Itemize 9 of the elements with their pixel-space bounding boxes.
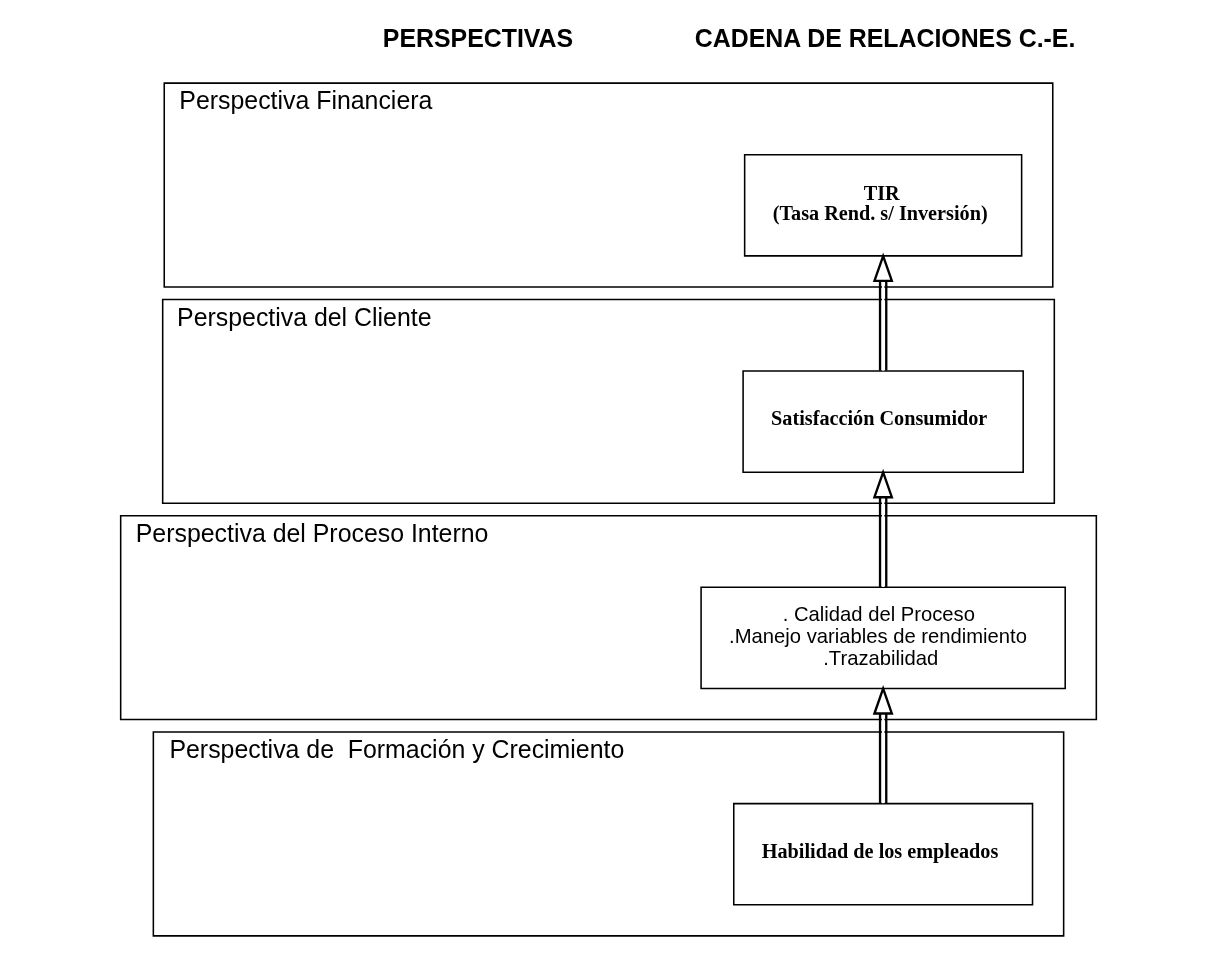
label: PERSPECTIVAS [382,24,574,53]
arrow [872,685,894,804]
arrow [872,468,894,587]
node-box: Satisfacción Consumidor [742,370,1024,473]
node-box: TIR (Tasa Rend. s/ Inversión) [743,153,1023,257]
arrow [872,252,894,371]
node-box: . Calidad del Proceso .Manejo variables de rendimiento .Trazabilidad [700,586,1066,690]
label: CADENA DE RELACIONES C.-E. [694,24,1076,53]
node-box: Habilidad de los empleados [733,802,1034,906]
